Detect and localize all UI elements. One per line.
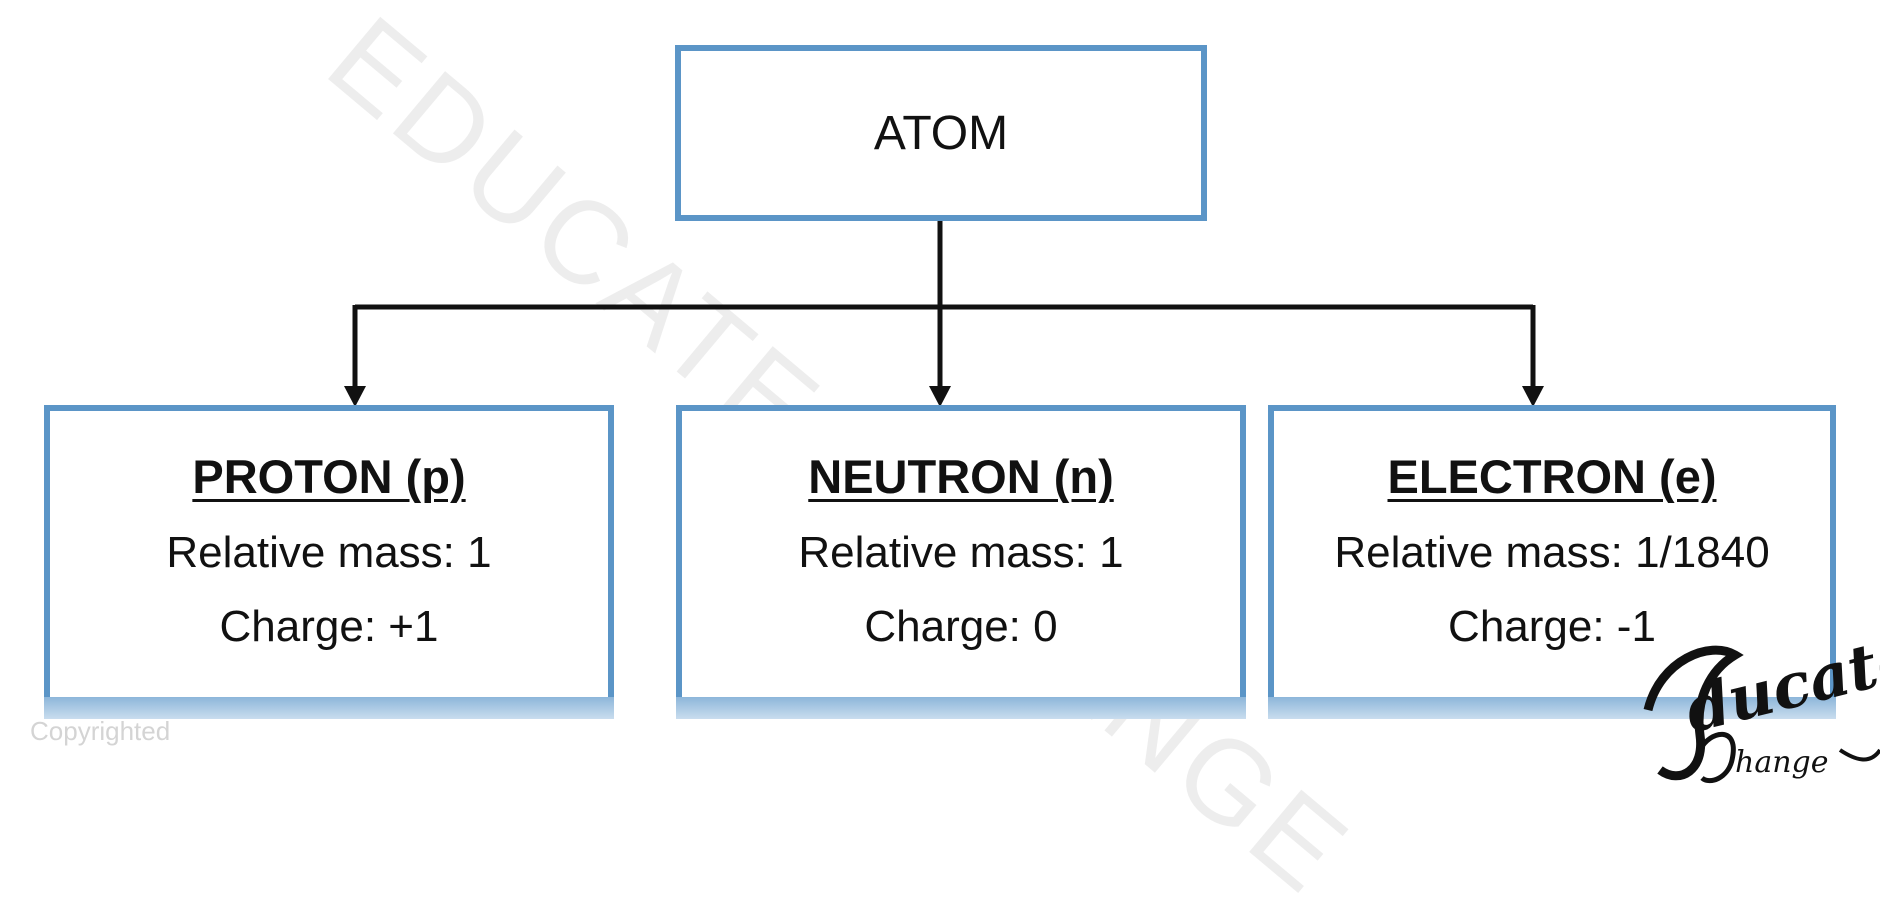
electron-charge: Charge: -1	[1448, 602, 1656, 651]
educate-a-change-logo-icon: ducate hange	[1643, 620, 1880, 784]
atom-node: ATOM	[675, 45, 1207, 221]
arrowhead-neutron	[929, 386, 951, 407]
proton-title: PROTON (p)	[192, 450, 466, 503]
connector-lines	[344, 221, 1544, 407]
svg-text:hange: hange	[1735, 745, 1829, 780]
atom-diagram: EDUCATE A CHANGE ATOM PROTON (p) Relativ…	[30, 0, 1880, 920]
atom-label: ATOM	[873, 106, 1009, 160]
neutron-box-bottom-fade	[676, 697, 1246, 719]
proton-box-bottom-fade	[44, 697, 614, 719]
proton-charge: Charge: +1	[219, 602, 439, 651]
svg-text:ducate: ducate	[1678, 620, 1880, 748]
proton-mass: Relative mass: 1	[166, 528, 492, 577]
arrowhead-proton	[344, 386, 366, 407]
electron-mass: Relative mass: 1/1840	[1334, 528, 1770, 577]
electron-title: ELECTRON (e)	[1387, 450, 1717, 503]
electron-box-bottom-fade	[1268, 697, 1836, 719]
neutron-title: NEUTRON (n)	[808, 450, 1114, 503]
arrowhead-electron	[1522, 386, 1544, 407]
neutron-node: NEUTRON (n) Relative mass: 1 Charge: 0	[676, 405, 1246, 719]
copyright-label: Copyrighted	[30, 716, 171, 746]
electron-node: ELECTRON (e) Relative mass: 1/1840 Charg…	[1268, 405, 1836, 719]
neutron-mass: Relative mass: 1	[798, 528, 1124, 577]
proton-node: PROTON (p) Relative mass: 1 Charge: +1	[44, 405, 614, 719]
neutron-charge: Charge: 0	[864, 602, 1058, 651]
